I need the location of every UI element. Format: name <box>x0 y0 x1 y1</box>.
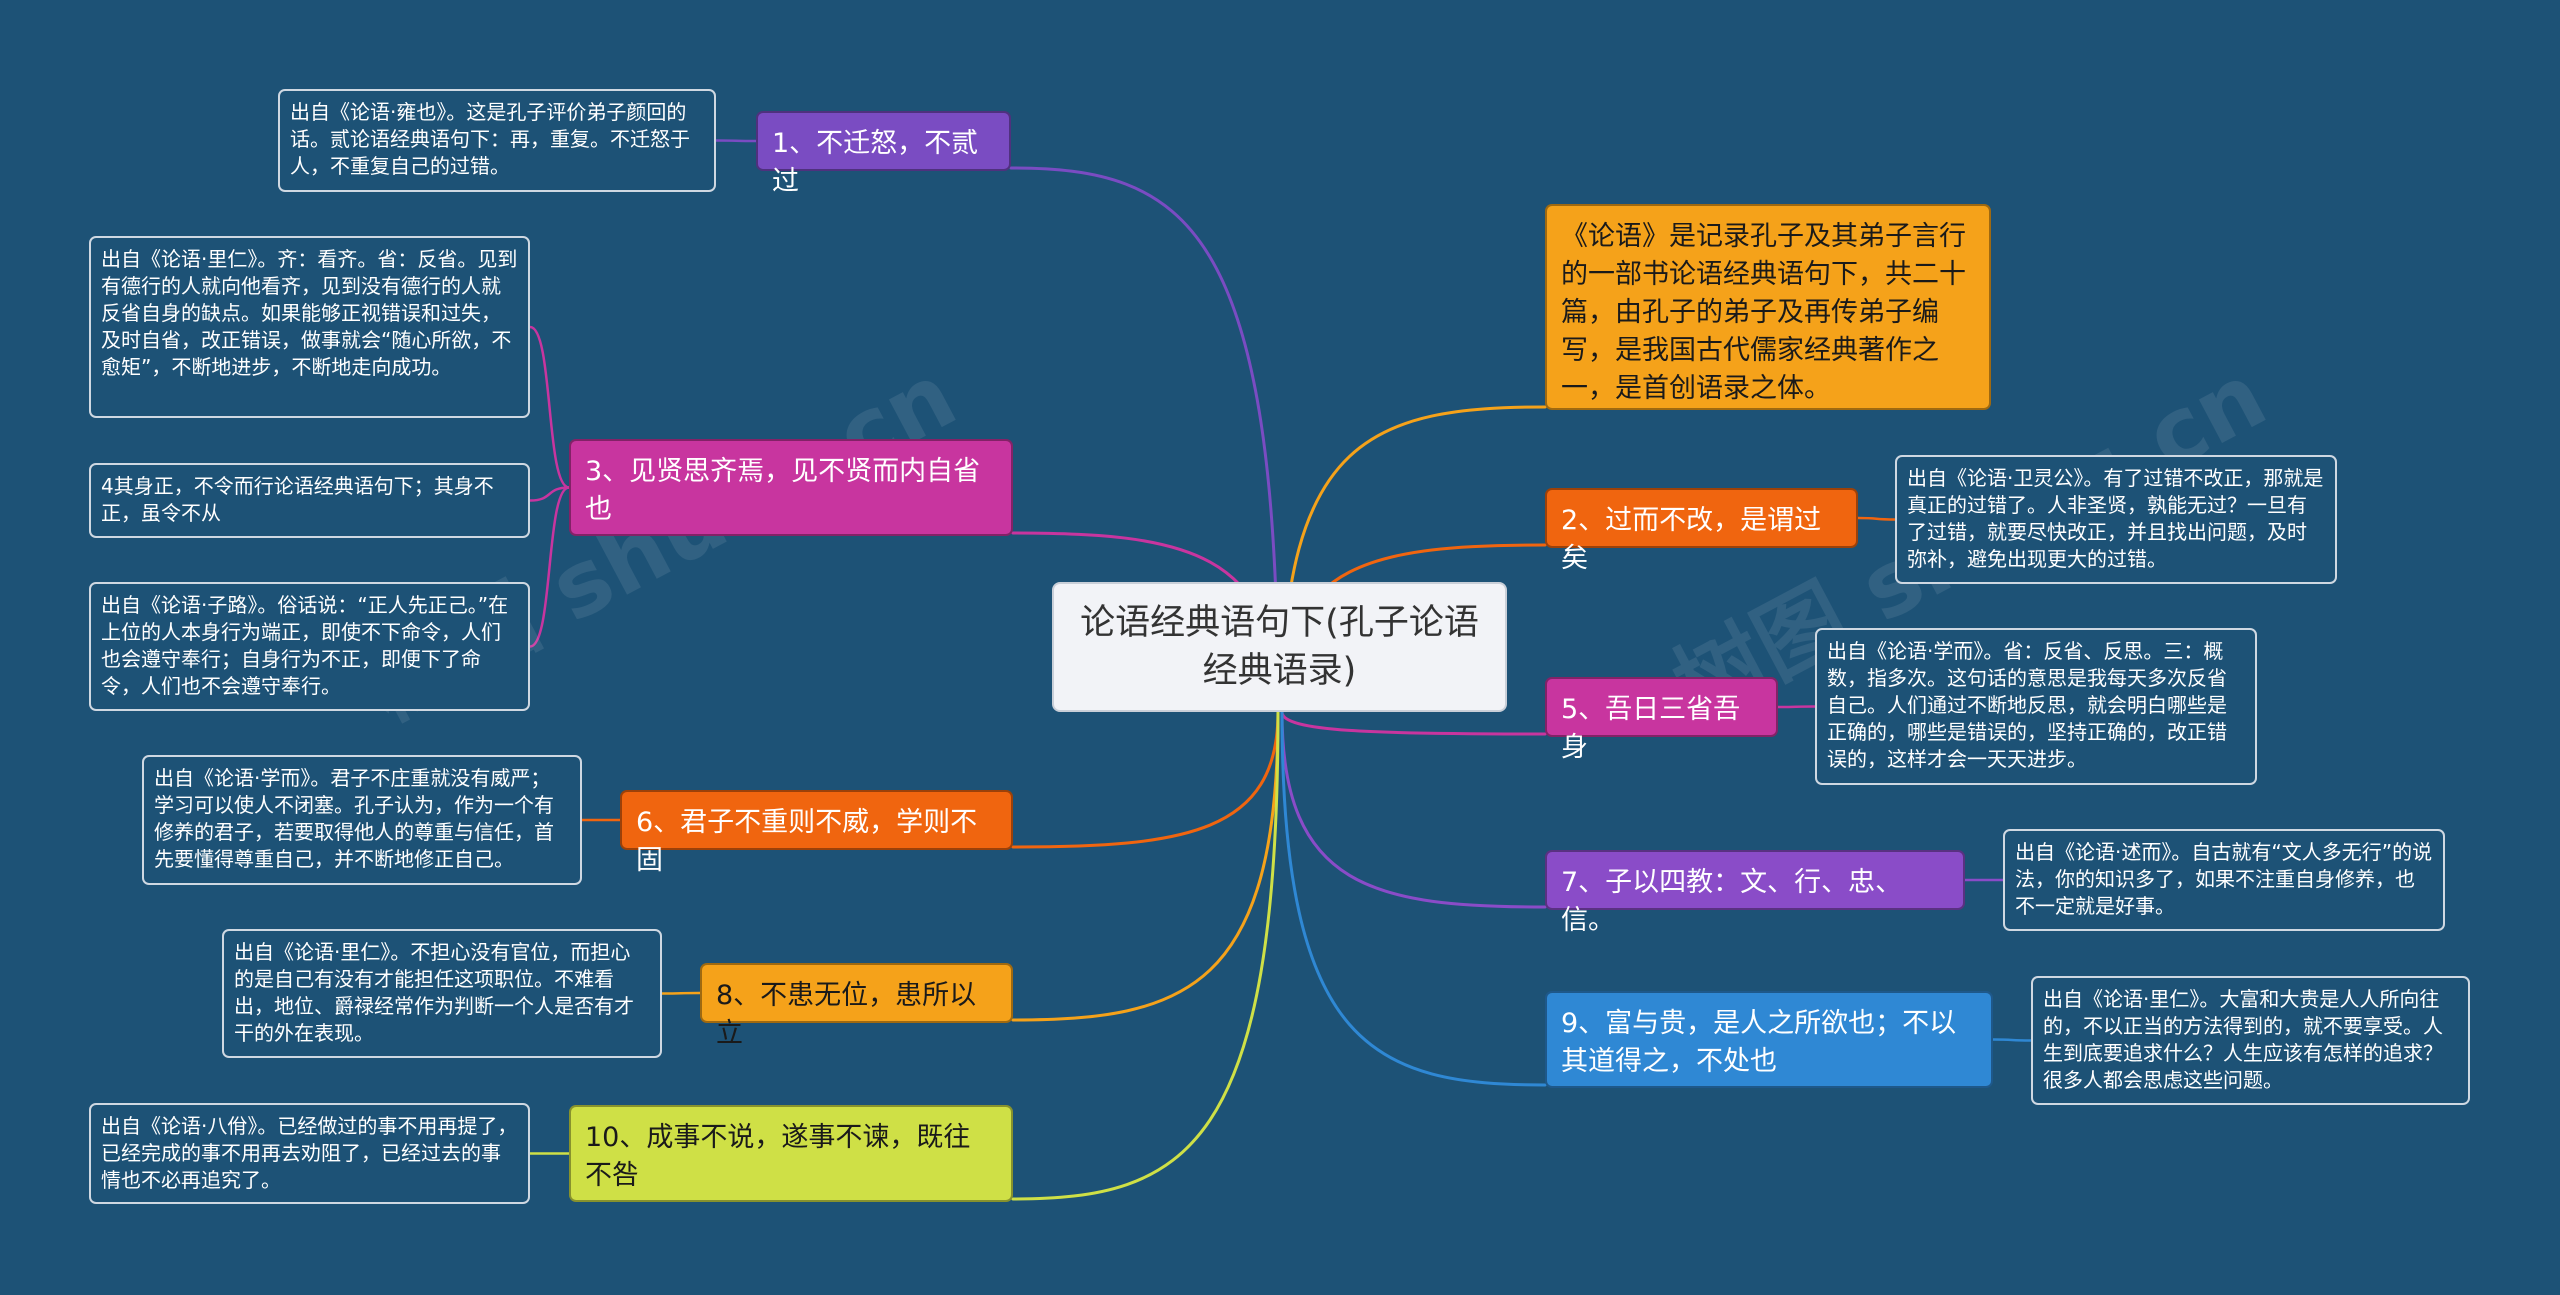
note-branch-3-b: 4其身正，不令而行论语经典语句下；其身不正，虽令不从 <box>89 463 530 538</box>
note-branch-3-c: 出自《论语·子路》。俗话说：“正人先正己。”在上位的人本身行为端正，即使不下命令… <box>89 582 530 711</box>
note-branch-2: 出自《论语·卫灵公》。有了过错不改正，那就是真正的过错了。人非圣贤，孰能无过？一… <box>1895 455 2337 584</box>
central-topic-label: 论语经典语句下(孔子论语经典语录) <box>1080 603 1479 691</box>
branch-9[interactable]: 9、富与贵，是人之所欲也；不以其道得之，不处也 <box>1545 991 1993 1088</box>
branch-label: 《论语》是记录孔子及其弟子言行的一部书论语经典语句下，共二十篇，由孔子的弟子及再… <box>1561 221 1966 404</box>
branch-6[interactable]: 6、君子不重则不威，学则不固 <box>620 790 1013 876</box>
note-branch-10: 出自《论语·八佾》。已经做过的事不用再提了，已经完成的事不用再去劝阻了，已经过去… <box>89 1103 530 1204</box>
branch-intro[interactable]: 《论语》是记录孔子及其弟子言行的一部书论语经典语句下，共二十篇，由孔子的弟子及再… <box>1545 204 1991 410</box>
note-branch-5: 出自《论语·学而》。省：反省、反思。三：概数，指多次。这句话的意思是我每天多次反… <box>1815 628 2257 785</box>
branch-connector <box>1280 710 1547 909</box>
branch-label: 1、不迁怒，不贰过 <box>772 128 979 197</box>
note-branch-1: 出自《论语·雍也》。这是孔子评价弟子颜回的话。贰论语经典语句下：再，重复。不迁怒… <box>278 89 716 192</box>
branch-label: 6、君子不重则不威，学则不固 <box>636 807 978 876</box>
branch-connector <box>1011 710 1280 1201</box>
branch-7[interactable]: 7、子以四教：文、行、忠、信。 <box>1545 850 1965 936</box>
note-connector <box>528 325 571 489</box>
note-connector <box>660 991 702 995</box>
branch-label: 7、子以四教：文、行、忠、信。 <box>1561 867 1903 936</box>
branch-connector <box>1011 710 1280 1022</box>
note-connector <box>1856 516 1897 521</box>
branch-label: 5、吾日三省吾身 <box>1561 694 1741 763</box>
branch-2[interactable]: 2、过而不改，是谓过矣 <box>1545 488 1858 574</box>
note-connector <box>714 139 758 143</box>
branch-label: 10、成事不说，遂事不谏，既往不咎 <box>585 1122 971 1191</box>
note-connector <box>1991 1038 2033 1042</box>
branch-connector <box>1280 710 1547 736</box>
note-branch-6: 出自《论语·学而》。君子不庄重就没有威严；学习可以使人不闭塞。孔子认为，作为一个… <box>142 755 582 885</box>
branch-label: 9、富与贵，是人之所欲也；不以其道得之，不处也 <box>1561 1008 1957 1077</box>
branch-label: 2、过而不改，是谓过矣 <box>1561 505 1822 574</box>
branch-8[interactable]: 8、不患无位，患所以立 <box>700 963 1013 1049</box>
note-branch-9: 出自《论语·里仁》。大富和大贵是人人所向往的，不以正当的方法得到的，就不要享受。… <box>2031 976 2470 1105</box>
note-connector <box>528 486 571 502</box>
branch-label: 8、不患无位，患所以立 <box>716 980 977 1049</box>
branch-10[interactable]: 10、成事不说，遂事不谏，既往不咎 <box>569 1105 1013 1202</box>
central-topic[interactable]: 论语经典语句下(孔子论语经典语录) <box>1052 582 1507 712</box>
branch-5[interactable]: 5、吾日三省吾身 <box>1545 677 1778 763</box>
note-connector <box>528 486 571 648</box>
branch-1[interactable]: 1、不迁怒，不贰过 <box>756 111 1011 197</box>
note-branch-7: 出自《论语·述而》。自古就有“文人多无行”的说法，你的知识多了，如果不注重自身修… <box>2003 829 2445 931</box>
note-branch-8: 出自《论语·里仁》。不担心没有官位，而担心的是自己有没有才能担任这项职位。不难看… <box>222 929 662 1058</box>
branch-connector <box>1009 166 1280 714</box>
branch-label: 3、见贤思齐焉，见不贤而内自省也 <box>585 456 981 525</box>
note-branch-3-a: 出自《论语·里仁》。齐：看齐。省：反省。见到有德行的人就向他看齐，见到没有德行的… <box>89 236 530 418</box>
note-connector <box>1776 705 1817 709</box>
branch-connector <box>1280 710 1547 1087</box>
branch-connector <box>1011 710 1280 849</box>
branch-3[interactable]: 3、见贤思齐焉，见不贤而内自省也 <box>569 439 1013 536</box>
